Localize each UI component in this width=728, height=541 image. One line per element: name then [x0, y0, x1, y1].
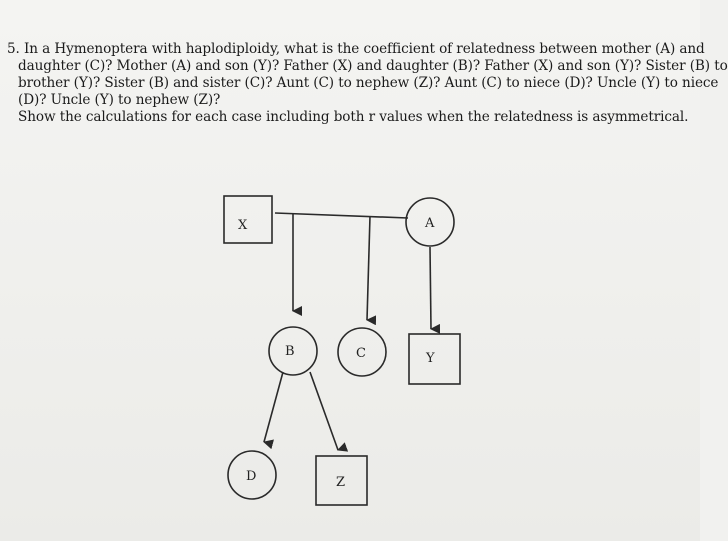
descent-arrow-to-D	[263, 371, 284, 450]
individual-Y-male: Y	[408, 333, 461, 385]
descent-arrow-to-C	[366, 215, 377, 326]
label-C: C	[356, 346, 366, 361]
individual-C-female: C	[337, 327, 387, 377]
descent-arrow-to-Z	[309, 371, 349, 452]
label-D: D	[246, 469, 256, 484]
individual-X-male: X	[223, 195, 273, 244]
question-line-1: 5. In a Hymenoptera with haplodiploidy, …	[7, 41, 705, 57]
individual-D-female: D	[227, 450, 277, 500]
pedigree-diagram: X A B C Y D Z	[223, 195, 461, 506]
question-text: 5. In a Hymenoptera with haplodiploidy, …	[7, 41, 728, 126]
descent-arrow-to-Y	[429, 246, 441, 334]
mating-line	[274, 212, 409, 219]
question-line-5: Show the calculations for each case incl…	[18, 109, 689, 125]
individual-A-female: A	[405, 197, 455, 247]
label-X: X	[238, 218, 248, 233]
label-B: B	[285, 344, 295, 359]
question-line-2: daughter (C)? Mother (A) and son (Y)? Fa…	[18, 58, 728, 74]
label-Z: Z	[336, 475, 345, 490]
individual-B-female: B	[268, 326, 318, 376]
label-A: A	[424, 216, 435, 231]
individual-Z-male: Z	[315, 455, 368, 506]
question-line-4: (D)? Uncle (Y) to nephew (Z)?	[18, 92, 221, 108]
question-line-3: brother (Y)? Sister (B) and sister (C)? …	[18, 75, 719, 91]
label-Y: Y	[425, 351, 435, 366]
